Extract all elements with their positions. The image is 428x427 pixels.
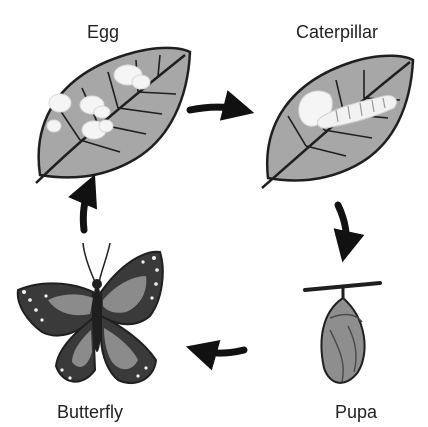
arrow-butterfly-to-egg	[83, 186, 90, 230]
butterfly-body	[93, 284, 102, 352]
stage-label-pupa: Pupa	[335, 402, 378, 422]
stage-label-butterfly: Butterfly	[57, 402, 123, 422]
stage-label-egg: Egg	[87, 22, 119, 42]
butterfly-head	[92, 279, 102, 289]
arrow-egg-to-caterpillar	[190, 107, 242, 110]
arrow-pupa-to-butterfly	[198, 350, 244, 353]
butterfly-antennae	[83, 243, 110, 282]
caterpillar-leaf-illustration	[262, 56, 413, 188]
egg-leaf-illustration	[36, 48, 190, 183]
arrow-caterpillar-to-pupa	[338, 205, 346, 250]
butterfly-illustration	[18, 243, 163, 383]
pupa-illustration	[305, 283, 380, 383]
stage-label-caterpillar: Caterpillar	[296, 22, 378, 42]
